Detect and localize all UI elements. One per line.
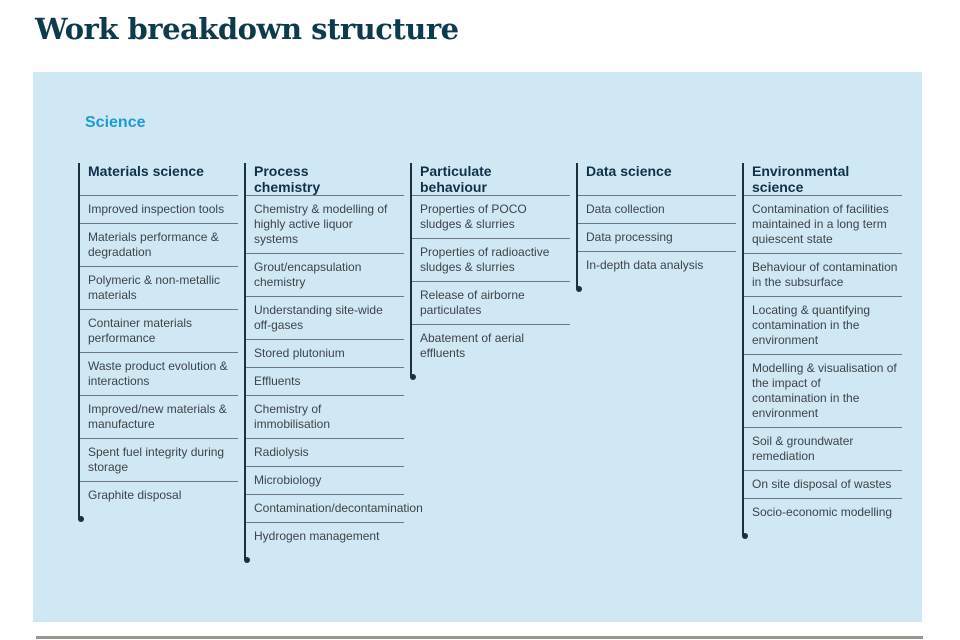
wbs-item: Microbiology [246,467,404,495]
wbs-item: Radiolysis [246,439,404,467]
wbs-item: Soil & groundwater remediation [744,428,902,471]
wbs-item: Hydrogen management [254,529,380,543]
wbs-item: Polymeric & non-metallic materials [80,267,238,310]
column-title: Environmental science [744,163,902,196]
footer-rule [36,636,923,639]
wbs-item: Chemistry & modelling of highly active l… [246,196,404,254]
column-title-text: Particulate behaviour [420,163,492,195]
column-title-text: Data science [586,163,672,179]
wbs-item: Behaviour of contamination in the subsur… [744,254,902,297]
column-title: Process chemistry [246,163,404,196]
wbs-item: Understanding site-wide off-gases [246,297,404,340]
column-title: Data science [578,163,736,196]
wbs-item: On site disposal of wastes [744,471,902,499]
wbs-item: Properties of radioactive sludges & slur… [412,239,570,282]
wbs-item: Container materials performance [80,310,238,353]
wbs-item: Improved/new materials & manufacture [80,396,238,439]
wbs-item: Data processing [578,224,736,252]
branch-end-dot [410,374,416,380]
column-title-text: Process chemistry [254,163,321,195]
column-title: Materials science [80,163,238,196]
branch-end-dot [244,557,250,563]
branch-end-dot [742,533,748,539]
wbs-item: Contamination of facilities maintained i… [744,196,902,254]
wbs-item: Waste product evolution & interactions [80,353,238,396]
wbs-item: Graphite disposal [88,488,182,502]
wbs-item: Stored plutonium [246,340,404,368]
column-title-text: Environmental science [752,163,850,195]
group-label-science: Science [85,114,146,131]
wbs-item: Data collection [578,196,736,224]
wbs-item: Contamination/decontamination [246,495,423,523]
branch-end-dot [576,286,582,292]
wbs-item: In-depth data analysis [586,258,704,272]
branch-end-dot [78,516,84,522]
column-title-text: Materials science [88,163,204,179]
wbs-item: Effluents [246,368,404,396]
wbs-item: Release of airborne particulates [412,282,570,325]
wbs-item: Improved inspection tools [80,196,238,224]
wbs-item: Locating & quantifying contamination in … [744,297,902,355]
wbs-item: Modelling & visualisation of the impact … [744,355,902,428]
wbs-item: Materials performance & degradation [80,224,238,267]
wbs-item: Spent fuel integrity during storage [80,439,238,482]
wbs-item: Abatement of aerial effluents [420,331,525,360]
wbs-item: Socio-economic modelling [752,505,893,519]
page-title: Work breakdown structure [35,12,459,46]
column-title: Particulate behaviour [412,163,570,196]
wbs-item: Grout/encapsulation chemistry [246,254,404,297]
wbs-item: Chemistry of immobilisation [246,396,404,439]
wbs-item: Properties of POCO sludges & slurries [412,196,570,239]
